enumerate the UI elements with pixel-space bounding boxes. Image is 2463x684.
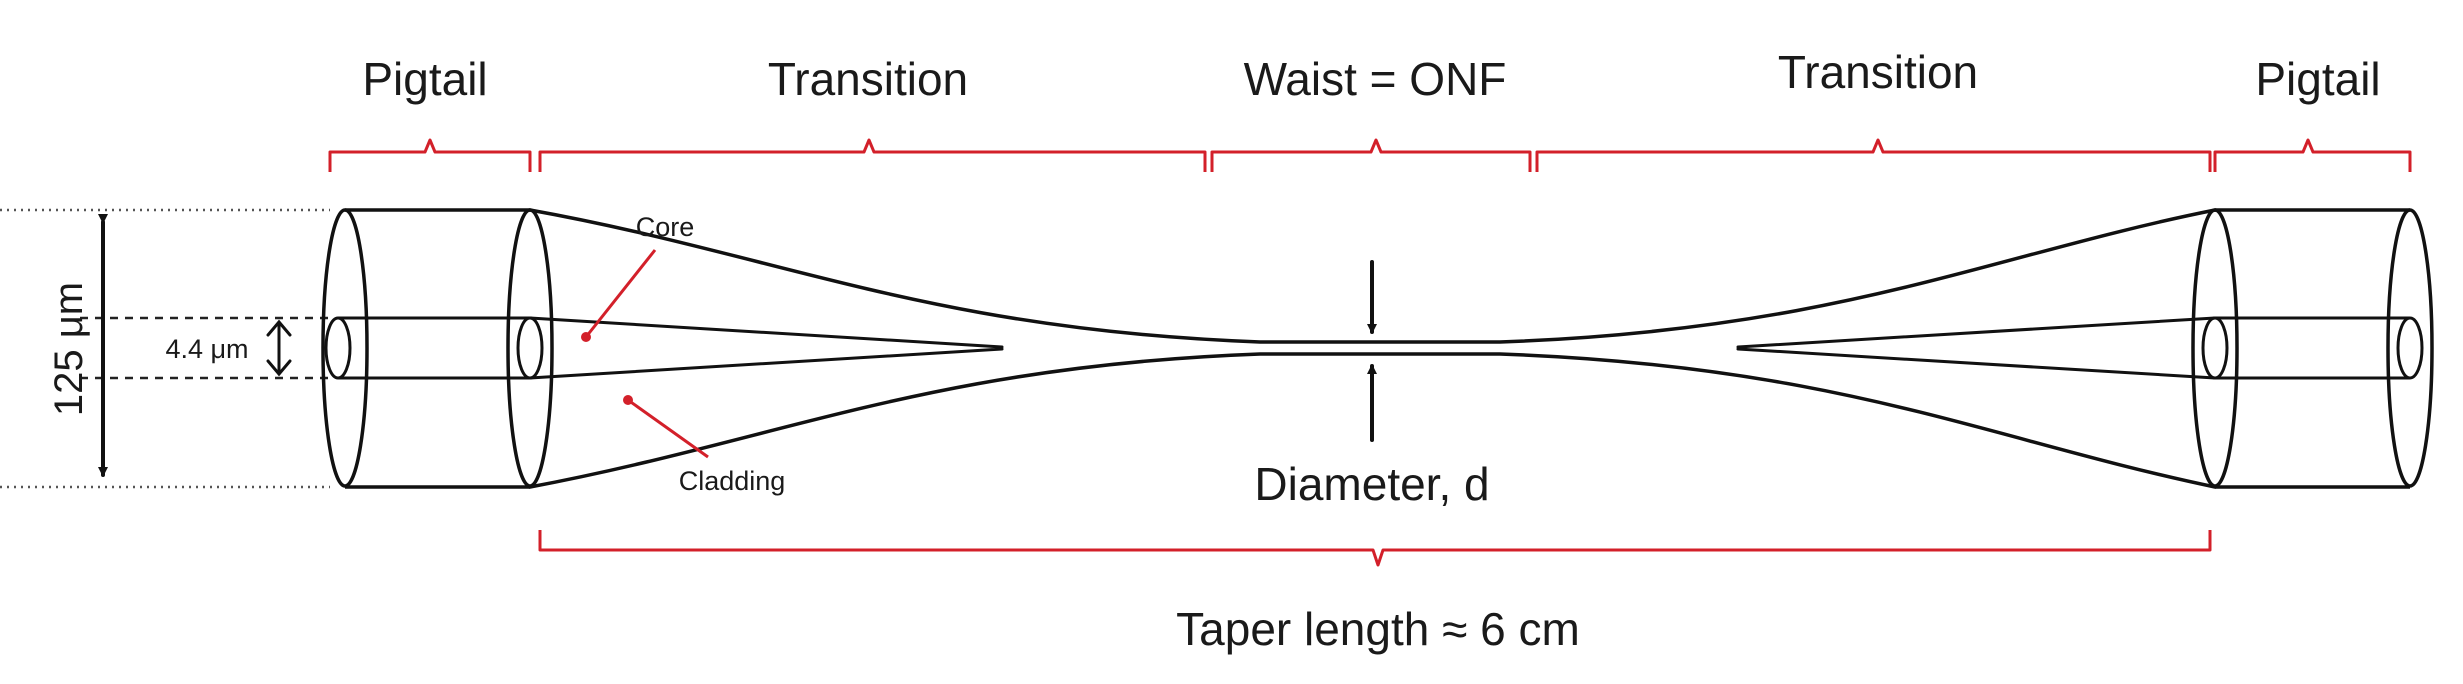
core-leader-dot bbox=[581, 332, 591, 342]
core-leader-line bbox=[584, 249, 657, 338]
pigtail-right-cylinder bbox=[2191, 208, 2434, 489]
waist-diameter-label: Diameter, d bbox=[1254, 458, 1489, 510]
core-taper-left bbox=[528, 316, 1004, 380]
core-taper-right bbox=[1736, 316, 2217, 380]
brace-waist bbox=[1210, 138, 1532, 172]
brace-pigtail-right bbox=[2213, 138, 2412, 172]
brace-transition-right bbox=[1535, 138, 2212, 172]
cladding-diameter-label: 125 μm bbox=[47, 282, 91, 416]
brace-pigtail-left bbox=[328, 138, 532, 172]
label-pigtail-right: Pigtail bbox=[2255, 53, 2380, 105]
core-diameter-arrow bbox=[266, 319, 292, 377]
cladding-leader-dot bbox=[623, 395, 633, 405]
taper-cladding-outline bbox=[528, 208, 2217, 344]
core-diameter-label: 4.4 μm bbox=[165, 334, 248, 364]
label-cladding: Cladding bbox=[679, 466, 786, 496]
cladding-leader-line bbox=[627, 398, 709, 459]
taper-length-label: Taper length ≈ 6 cm bbox=[1176, 603, 1580, 655]
label-transition-right: Transition bbox=[1778, 46, 1978, 98]
brace-transition-left bbox=[538, 138, 1207, 172]
label-transition-left: Transition bbox=[768, 53, 968, 105]
label-pigtail-left: Pigtail bbox=[362, 53, 487, 105]
label-core: Core bbox=[636, 212, 695, 242]
label-waist: Waist = ONF bbox=[1244, 53, 1507, 105]
brace-taper-length bbox=[538, 530, 2212, 567]
taper-cladding-outline-bottom bbox=[528, 352, 2217, 489]
pigtail-left-core bbox=[324, 316, 544, 380]
